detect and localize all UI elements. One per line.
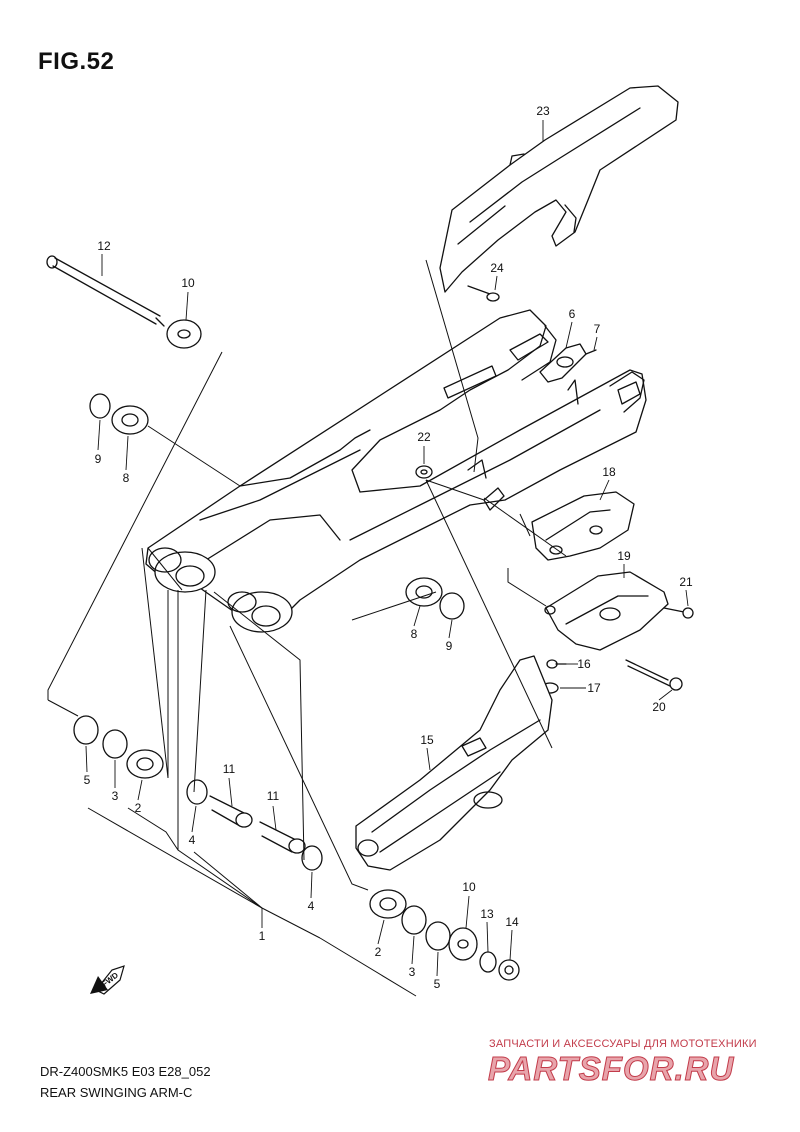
callout-label-18: 18 [602,465,616,479]
callout-leader-2 [137,779,143,801]
callout-label-14: 14 [505,915,519,929]
callout-label-9: 9 [95,452,102,466]
callout-leader-24 [494,275,498,291]
callout-label-2: 2 [135,801,142,815]
diagram-caption: REAR SWINGING ARM-C [40,1085,193,1100]
callout-label-24: 24 [490,261,504,275]
callout-label-13: 13 [480,907,494,921]
spacer-11b-part [259,821,306,854]
nut-part [415,465,433,479]
callout-label-4: 4 [189,833,196,847]
bearing-2b-part [369,889,407,919]
ring-3-part [102,729,128,759]
callout-leader-15 [426,747,431,771]
callout-label-3: 3 [112,789,119,803]
collar-4-part [186,779,208,805]
callout-label-10: 10 [462,880,476,894]
callout-leader-4 [191,805,197,833]
callout-leader-18 [599,479,610,501]
bolt-part [467,285,500,302]
bolt-21-part [663,607,694,619]
pivot-shaft-part [46,255,165,327]
callout-leader-5 [85,745,88,773]
callout-label-10: 10 [181,276,195,290]
nut-14-part [498,959,520,981]
callout-leader-5 [436,951,439,977]
callout-leader-3 [411,935,415,965]
bolt-20-part [625,659,683,691]
assembly-lines [47,259,567,997]
callout-label-8: 8 [123,471,130,485]
watermark-subtitle: ЗАПЧАСТИ И АКСЕССУАРЫ ДЛЯ МОТОТЕХНИКИ [489,1038,757,1050]
fwd-label: FWD [100,970,120,988]
callout-leader-10 [185,291,189,321]
callout-label-17: 17 [587,681,601,695]
callout-leader-2 [377,919,385,945]
callout-label-5: 5 [434,977,441,991]
collar-4b-part [301,845,323,871]
callout-label-20: 20 [652,700,666,714]
callout-leader-14 [509,929,513,961]
chain-case-part [439,85,679,293]
bolt-7-part [585,349,597,355]
chain-guide-part [531,491,635,561]
callout-leader-21 [685,589,689,607]
callout-leader-20 [658,689,673,701]
model-code: DR-Z400SMK5 E03 E28_052 [40,1064,211,1079]
callout-label-19: 19 [617,549,631,563]
ring-3b-part [401,905,427,935]
figure-title: FIG.52 [38,48,115,75]
callout-label-21: 21 [679,575,693,589]
callout-leader-11 [228,777,233,807]
callout-label-6: 6 [569,307,576,321]
callout-leader-7 [593,336,598,351]
callout-label-7: 7 [594,322,601,336]
callout-label-11: 11 [223,762,236,776]
callout-leader-9 [97,419,101,451]
seal-9-part [89,393,111,419]
callout-leader-8 [413,605,421,627]
callout-label-2: 2 [375,945,382,959]
callout-leader-4 [310,871,313,899]
callout-label-4: 4 [308,899,315,913]
chain-guide-plate-part [544,571,669,651]
washer-10-part [166,319,202,349]
fwd-arrow-icon [90,965,125,995]
callout-label-3: 3 [409,965,416,979]
callout-leader-13 [486,921,489,953]
callout-leader-8 [125,435,129,471]
callout-leader-10 [465,895,470,929]
callout-label-5: 5 [84,773,91,787]
watermark-logo: PARTSFOR.RU [487,1050,735,1088]
callout-label-15: 15 [420,733,434,747]
screw-part [546,659,567,669]
washer-10b-part [448,927,478,961]
spacer-11-part [209,795,253,828]
callout-leader-6 [565,321,573,349]
seal-5-part [73,715,99,745]
bearing-2-part [126,749,164,779]
seal-5b-part [425,921,451,951]
callout-leader-11 [272,805,277,831]
bearing-8-part [111,405,149,435]
seal-9b-part [439,592,465,620]
small-plate-part [483,487,505,511]
callout-label-22: 22 [417,430,431,444]
chain-slider-part [355,655,553,871]
callout-label-9: 9 [446,639,453,653]
callout-label-23: 23 [536,104,550,118]
callout-label-12: 12 [97,239,111,253]
callout-label-8: 8 [411,627,418,641]
callout-label-11: 11 [267,789,280,803]
callout-label-1: 1 [259,929,266,943]
callout-leader-9 [448,619,453,639]
callout-label-16: 16 [577,657,591,671]
